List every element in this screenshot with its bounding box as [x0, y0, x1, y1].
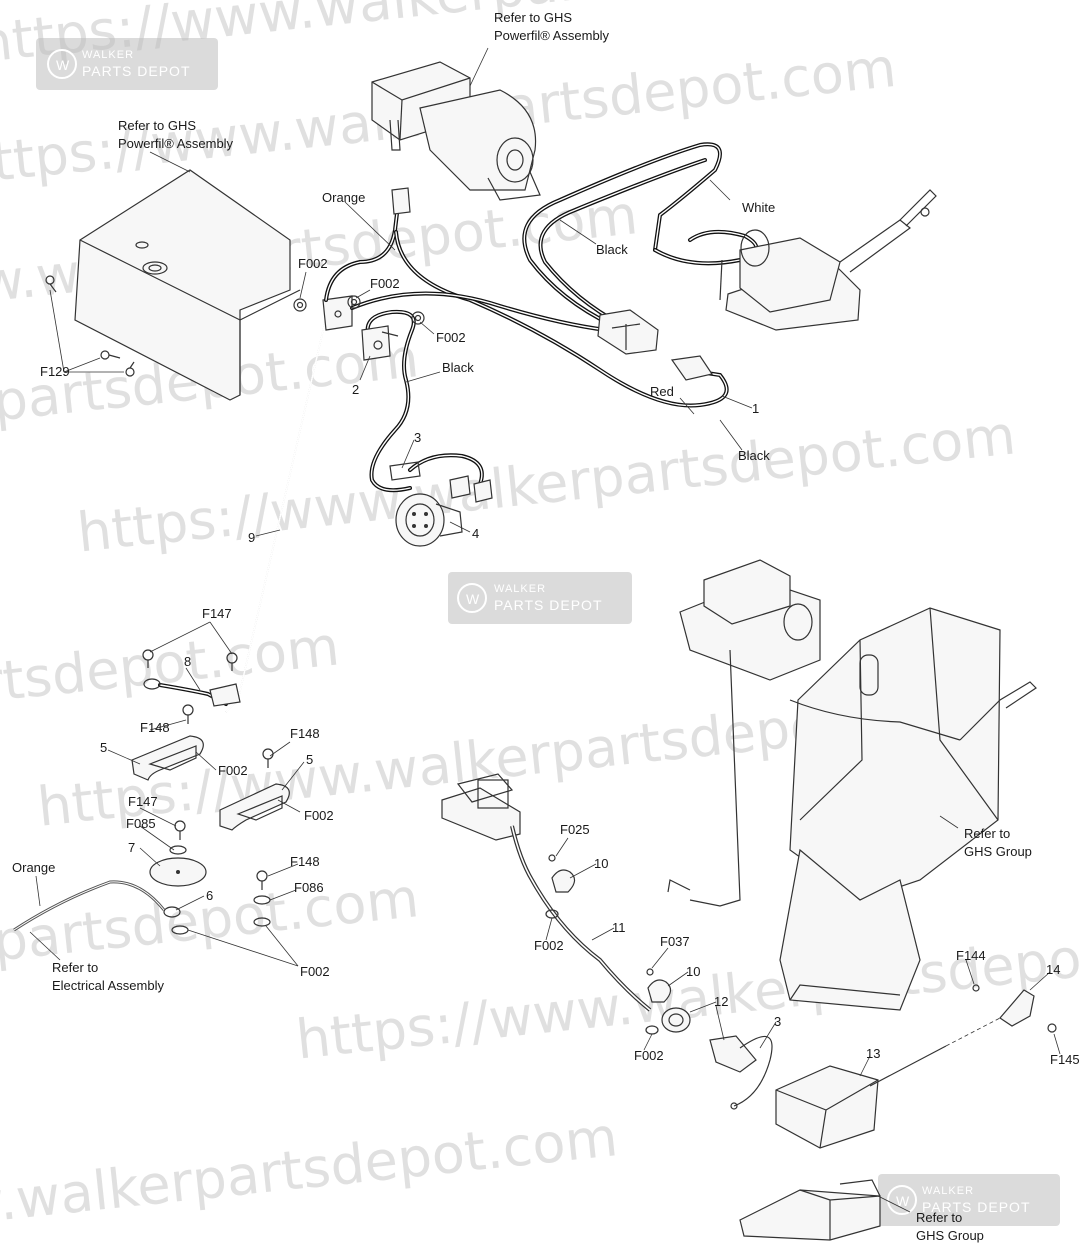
watermark-badge: W WALKER PARTS DEPOT [878, 1174, 1060, 1226]
part-number: 9 [248, 530, 255, 545]
bracket-part-11-top [441, 773, 521, 841]
badge-logo-icon: W [896, 1193, 910, 1209]
wire-orange-lower [13, 880, 166, 932]
fastener-code: F002 [218, 763, 248, 778]
badge-logo-icon: W [56, 57, 70, 73]
control-rod [225, 295, 353, 713]
watermark-url: https://www.walkerpartsdepot.com [0, 1105, 621, 1256]
badge-logo-icon: W [466, 591, 480, 607]
washers-top [293, 295, 425, 337]
part-number: 2 [352, 382, 359, 397]
svg-text:PARTS DEPOT: PARTS DEPOT [494, 597, 603, 613]
fastener-code: F144 [956, 948, 986, 963]
fastener-code: F085 [126, 816, 156, 831]
clamp-part-10b [646, 968, 672, 1003]
part-number: 13 [866, 1046, 880, 1061]
callout-refer-ghs-powerfill-top: Refer to GHS Powerfil® Assembly [494, 10, 610, 43]
wire-label-orange: Orange [12, 860, 55, 875]
f129-screws [45, 275, 135, 377]
nut-part-12 [645, 1007, 691, 1035]
callout-refer-electrical: Refer to Electrical Assembly [52, 960, 164, 993]
fastener-code: F002 [370, 276, 400, 291]
callout-line: Refer to [916, 1210, 962, 1225]
callout-line: Refer to GHS [118, 118, 196, 133]
part-number: 7 [128, 840, 135, 855]
switch-assembly-upper-right [719, 189, 937, 331]
part-number: 5 [306, 752, 313, 767]
fastener-code: F145 [1050, 1052, 1080, 1067]
fastener-code: F147 [128, 794, 158, 809]
clip-part-5a [131, 704, 204, 781]
part-number: 4 [472, 526, 479, 541]
switch-part-13 [775, 1045, 947, 1149]
powerfil-motor-right [667, 559, 821, 907]
part-number: 10 [686, 964, 700, 979]
part-number: 8 [184, 654, 191, 669]
part-number: 6 [206, 888, 213, 903]
bracket-part-14 [945, 984, 1057, 1047]
callout-line: Refer to [52, 960, 98, 975]
fastener-code: F037 [660, 934, 690, 949]
wire-part-8 [142, 649, 241, 707]
callout-line: Refer to [964, 826, 1010, 841]
wire-label-white: White [742, 200, 775, 215]
fastener-code: F002 [304, 808, 334, 823]
fastener-code: F002 [436, 330, 466, 345]
callout-refer-ghs-group-right: Refer to GHS Group [964, 826, 1032, 859]
fastener-code: F148 [140, 720, 170, 735]
disc-part-7 [149, 820, 271, 935]
callout-line: Refer to GHS [494, 10, 572, 25]
fastener-code: F002 [300, 964, 330, 979]
powerfil-motor-top [371, 61, 541, 201]
fastener-code: F147 [202, 606, 232, 621]
cable-part-11 [510, 825, 652, 1012]
part-number: 11 [612, 920, 626, 935]
boot-part-3 [709, 1035, 773, 1110]
svg-text:WALKER: WALKER [82, 49, 134, 61]
wire-label-black: Black [442, 360, 474, 375]
watermark-badge: W WALKER PARTS DEPOT [448, 572, 632, 624]
callout-line: Electrical Assembly [52, 978, 164, 993]
svg-text:PARTS DEPOT: PARTS DEPOT [82, 63, 191, 79]
part-number: 5 [100, 740, 107, 755]
watermark-badge: W WALKER PARTS DEPOT [36, 38, 218, 90]
connector-part-4 [389, 461, 463, 547]
fastener-code: F086 [294, 880, 324, 895]
wire-label-black: Black [596, 242, 628, 257]
wire-label-orange: Orange [322, 190, 365, 205]
svg-text:WALKER: WALKER [922, 1185, 974, 1197]
part-number: 3 [774, 1014, 781, 1029]
part-number: 1 [752, 401, 759, 416]
fastener-code: F148 [290, 854, 320, 869]
callout-line: GHS Group [916, 1228, 984, 1243]
fastener-code: F025 [560, 822, 590, 837]
mounting-bracket-left [74, 169, 301, 401]
callout-line: Powerfil® Assembly [494, 28, 610, 43]
watermark-url: https://www.walkerpartsdepot.com [74, 403, 1018, 564]
callout-refer-ghs-powerfill-left: Refer to GHS Powerfil® Assembly [118, 118, 234, 151]
part-number: 10 [594, 856, 608, 871]
clip-part-5b [219, 748, 290, 831]
part-number: 14 [1046, 962, 1060, 977]
fastener-code: F002 [298, 256, 328, 271]
wire-label-black: Black [738, 448, 770, 463]
svg-text:WALKER: WALKER [494, 583, 546, 595]
fastener-code: F002 [534, 938, 564, 953]
callout-line: Powerfil® Assembly [118, 136, 234, 151]
wire-label-red: Red [650, 384, 674, 399]
ghs-group-housing [779, 607, 1037, 1011]
leader-lines [29, 47, 1061, 1213]
bracket-bottom-ghs [739, 1179, 881, 1241]
part-number: 3 [414, 430, 421, 445]
wiring-harness [324, 142, 759, 503]
fastener-code: F148 [290, 726, 320, 741]
svg-text:PARTS DEPOT: PARTS DEPOT [922, 1199, 1031, 1215]
part-number: 12 [714, 994, 728, 1009]
callout-line: GHS Group [964, 844, 1032, 859]
callout-refer-ghs-group-bottom: Refer to GHS Group [916, 1210, 984, 1243]
fastener-code: F129 [40, 364, 70, 379]
fastener-code: F002 [634, 1048, 664, 1063]
